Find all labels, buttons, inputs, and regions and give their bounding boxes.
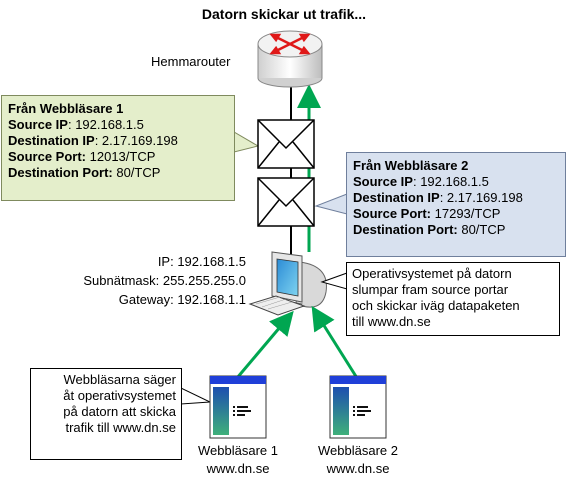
packet-1-source-port-value: 12013/TCP: [86, 149, 156, 164]
packet-2-destination-ip-value: : 2.17.169.198: [439, 190, 523, 205]
os-note-line: och skickar iväg datapaketen: [352, 298, 520, 313]
os-note: Operativsystemet på datorn slumpar fram …: [346, 262, 560, 336]
browser-note-pointer: [180, 387, 212, 405]
packet-1-source-ip-label: Source IP: [8, 117, 68, 132]
router-icon: [257, 30, 323, 88]
packet-2-source-port-label: Source Port:: [353, 206, 432, 221]
callout-1-pointer: [233, 131, 260, 153]
envelope-1-icon: [257, 119, 315, 169]
packet-2-destination-port-label: Destination Port:: [353, 222, 458, 237]
packet-1-source-port-label: Source Port:: [8, 149, 87, 164]
browser-2-name: Webbläsare 2: [318, 443, 398, 458]
traffic-arrow-browser-1: [235, 310, 294, 379]
packet-2-source-ip-label: Source IP: [353, 174, 413, 189]
computer-gateway: Gateway: 192.168.1.1: [118, 292, 246, 307]
browser-note-line: Webbläsarna säger: [63, 372, 177, 387]
os-note-line: Operativsystemet på datorn: [352, 266, 512, 281]
packet-1-heading: Från Webbläsare 1: [8, 101, 124, 116]
packet-1-destination-ip-label: Destination IP: [8, 133, 95, 148]
os-note-line: till www.dn.se: [352, 314, 431, 329]
packet-2-source-port-value: 17293/TCP: [431, 206, 501, 221]
browser-note-line: trafik till www.dn.se: [65, 420, 176, 435]
os-note-line: slumpar fram source portar: [352, 282, 509, 297]
envelope-2-icon: [257, 177, 315, 227]
browser-2-url: www.dn.se: [326, 461, 390, 476]
packet-1-destination-ip-value: : 2.17.169.198: [94, 133, 178, 148]
packet-1-source-ip-value: : 192.168.1.5: [67, 117, 144, 132]
computer-subnet: Subnätmask: 255.255.255.0: [83, 273, 246, 288]
packet-1-callout: Från Webbläsare 1 Source IP: 192.168.1.5…: [1, 95, 235, 201]
packet-2-destination-port-value: 80/TCP: [457, 222, 506, 237]
browser-2-window-icon: [329, 375, 387, 439]
diagram-title: Datorn skickar ut trafik...: [201, 6, 367, 22]
browser-1-url: www.dn.se: [206, 461, 270, 476]
computer-ip: IP: 192.168.1.5: [157, 254, 246, 269]
packet-1-destination-port-value: 80/TCP: [112, 165, 161, 180]
packet-2-callout: Från Webbläsare 2 Source IP: 192.168.1.5…: [346, 152, 566, 257]
packet-2-heading: Från Webbläsare 2: [353, 158, 469, 173]
packet-2-source-ip-value: : 192.168.1.5: [412, 174, 489, 189]
browser-1-window-icon: [209, 375, 267, 439]
traffic-arrow-browser-2: [311, 305, 359, 379]
browser-note-line: på datorn att skicka: [63, 404, 176, 419]
packet-2-destination-ip-label: Destination IP: [353, 190, 440, 205]
browser-1-name: Webbläsare 1: [198, 443, 278, 458]
router-label: Hemmarouter: [151, 54, 231, 69]
callout-2-pointer: [314, 193, 348, 215]
browser-note-line: åt operativsystemet: [63, 388, 176, 403]
packet-1-destination-port-label: Destination Port:: [8, 165, 113, 180]
browser-note: Webbläsarna säger åt operativsystemet på…: [30, 368, 182, 460]
computer-icon: [248, 251, 327, 316]
